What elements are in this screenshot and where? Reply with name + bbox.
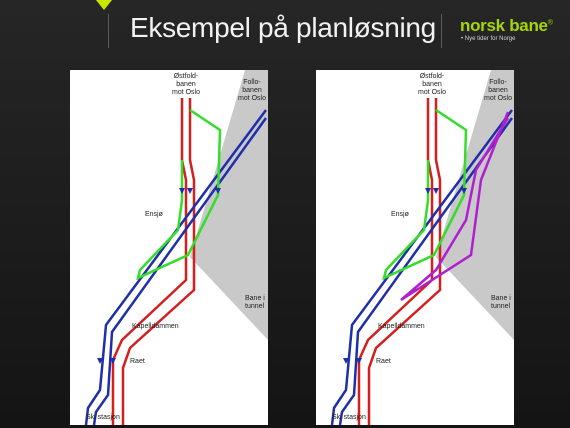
label-ostfold: mot Oslo [172, 89, 200, 96]
label-kapelldammen: Kapelldammen [378, 323, 425, 330]
arrow-icon [425, 188, 431, 194]
corner-accent [96, 0, 112, 10]
arrow-icon [187, 188, 193, 194]
arrow-icon [356, 358, 362, 364]
arrow-icon [179, 188, 185, 194]
red-track [121, 98, 196, 425]
blue-track [92, 117, 268, 425]
track-diagram-right: Østfold- banen mot Oslo Follo- banen mot… [316, 70, 514, 425]
arrow-icon [97, 358, 103, 364]
label-follo: Follo- [243, 79, 261, 86]
label-bane: tunnel [245, 303, 265, 310]
label-bane: Bane i [491, 295, 511, 302]
label-follo: Follo- [489, 79, 507, 86]
tunnel-zone [436, 70, 514, 340]
label-ski: Ski stasjon [86, 414, 120, 421]
arrow-icon [433, 188, 439, 194]
label-bane: Bane i [245, 295, 265, 302]
label-ostfold: banen [176, 81, 196, 88]
label-raet: Raet [130, 358, 145, 365]
title-divider-left [108, 14, 109, 48]
blue-track [330, 109, 514, 425]
label-follo: banen [488, 87, 508, 94]
label-ostfold: banen [422, 81, 442, 88]
label-follo: mot Oslo [484, 95, 512, 102]
label-kapelldammen: Kapelldammen [132, 323, 179, 330]
label-raet: Raet [376, 358, 391, 365]
brand-logo: norsk bane® [460, 16, 553, 35]
red-track [367, 98, 442, 425]
label-ostfold: Østfold- [174, 73, 199, 80]
label-ostfold: Østfold- [420, 73, 445, 80]
green-track [382, 108, 468, 281]
purple-track [400, 111, 510, 302]
label-ostfold: mot Oslo [418, 89, 446, 96]
slide-title: Eksempel på planløsning [130, 12, 436, 43]
track-svg-right: Østfold- banen mot Oslo Follo- banen mot… [330, 70, 514, 425]
label-ski: Ski stasjon [332, 414, 366, 421]
tunnel-zone [190, 70, 268, 340]
green-track [136, 108, 222, 281]
arrow-icon [343, 358, 349, 364]
label-ensjo: Ensjø [391, 211, 410, 218]
label-follo: mot Oslo [238, 95, 266, 102]
blue-track [338, 117, 514, 425]
brand-tagline: • Nye tider for Norge [461, 36, 516, 42]
track-diagram-left: Østfold- banen mot Oslo Follo- banen mot… [70, 70, 268, 425]
label-ensjo: Ensjø [145, 211, 164, 218]
title-divider-right [441, 14, 442, 48]
arrow-icon [215, 188, 221, 194]
track-svg-left: Østfold- banen mot Oslo Follo- banen mot… [84, 70, 268, 425]
label-bane: tunnel [491, 303, 511, 310]
blue-track [84, 109, 268, 425]
arrow-icon [110, 358, 116, 364]
arrow-icon [461, 188, 467, 194]
label-follo: banen [242, 87, 262, 94]
